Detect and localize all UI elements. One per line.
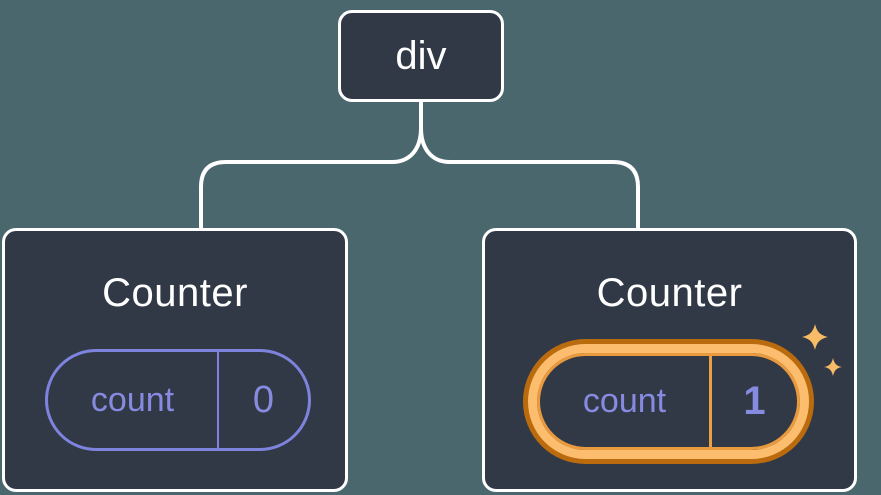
tree-node-div: div — [338, 10, 504, 102]
component-card-counter-left: Counter count 0 — [2, 228, 348, 492]
sparkle-large-icon — [802, 324, 828, 350]
connector-left-branch — [199, 102, 423, 228]
state-value: 1 — [709, 356, 797, 447]
card-title: Counter — [102, 271, 248, 315]
state-pill-highlighted: count 1 — [537, 353, 800, 450]
root-node-label: div — [395, 33, 447, 78]
connector-right-branch — [419, 102, 640, 228]
sparkles-icon — [802, 324, 842, 376]
sparkle-small-icon — [824, 358, 842, 376]
state-value: 0 — [217, 352, 308, 448]
state-pill: count 0 — [45, 349, 311, 451]
card-title: Counter — [596, 271, 743, 315]
state-key-label: count — [90, 380, 175, 419]
state-key-label: count — [582, 382, 667, 420]
component-card-counter-right: Counter count 1 — [482, 228, 857, 492]
